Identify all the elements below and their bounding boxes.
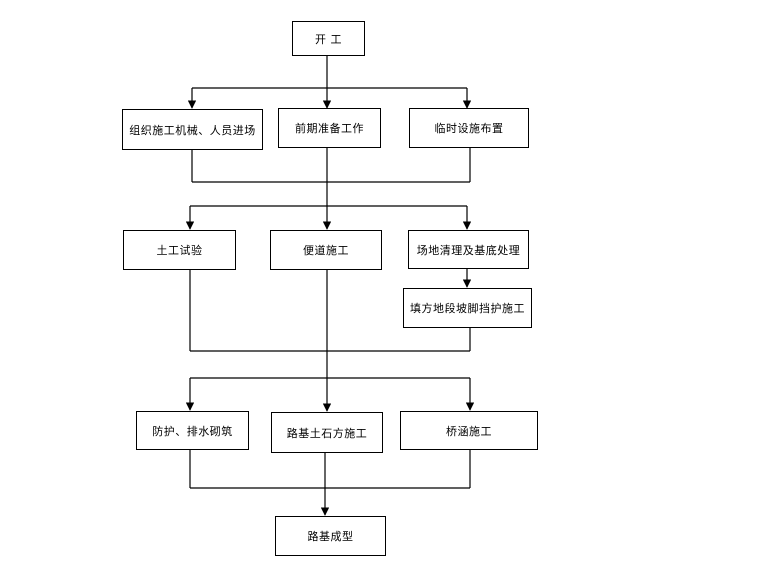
node-bridge: 桥涵施工 [400,411,538,450]
node-finish: 路基成型 [275,516,386,556]
node-soiltest: 土工试验 [123,230,236,270]
node-access: 便道施工 [270,230,382,270]
node-org: 组织施工机械、人员进场 [122,109,263,150]
node-prep: 前期准备工作 [278,108,381,148]
node-fillslope: 填方地段坡脚挡护施工 [403,288,532,328]
node-temp: 临时设施布置 [409,108,529,148]
connector-lines [185,56,475,516]
node-start: 开 工 [292,21,365,56]
node-clearing: 场地清理及基底处理 [408,230,529,269]
node-earthwork: 路基土石方施工 [271,412,383,453]
node-protect: 防护、排水砌筑 [136,411,249,450]
